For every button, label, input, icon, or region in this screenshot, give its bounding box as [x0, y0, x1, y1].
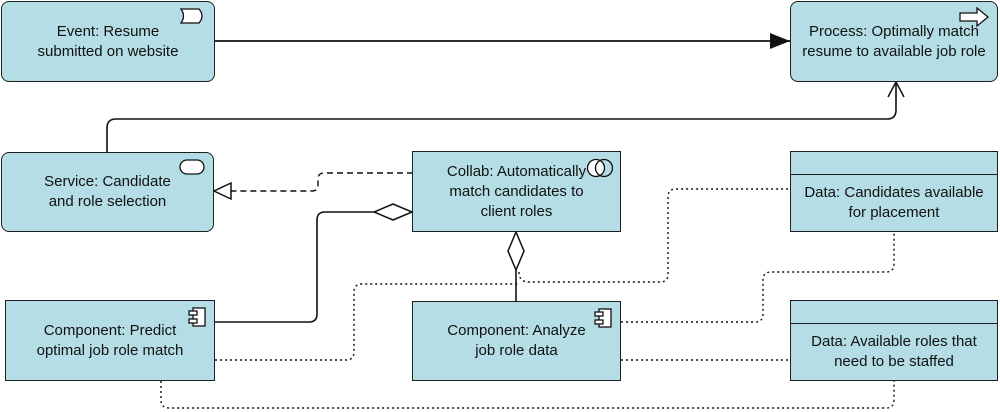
service-icon	[179, 159, 205, 175]
data-candidates-body: Data: Candidates available for placement	[791, 175, 997, 231]
data-candidates-header	[791, 152, 997, 175]
event-label: Event: Resume submitted on website	[37, 22, 179, 60]
service-node[interactable]: Service: Candidate and role selection	[1, 152, 214, 232]
service-label: Service: Candidate and role selection	[44, 173, 171, 210]
association-predict-to-roles	[160, 381, 895, 409]
collab-label: Collab: Automatically match candidates t…	[446, 162, 587, 220]
data-roles-header	[791, 301, 997, 324]
collaboration-icon	[586, 158, 614, 178]
data-candidates-label: Data: Candidates available for placement	[804, 184, 984, 221]
component-analyze-node[interactable]: Component: Analyze job role data	[412, 301, 621, 381]
event-icon	[180, 8, 203, 24]
component-predict-label: Component: Predict optimal job role matc…	[36, 321, 184, 359]
process-label: Process: Optimally match resume to avail…	[802, 22, 986, 60]
component-predict-node[interactable]: Component: Predict optimal job role matc…	[5, 300, 215, 381]
serving-service-to-process	[106, 80, 905, 152]
collab-node[interactable]: Collab: Automatically match candidates t…	[412, 151, 621, 232]
component-icon	[188, 307, 206, 327]
component-icon	[594, 308, 612, 328]
process-node[interactable]: Process: Optimally match resume to avail…	[790, 1, 998, 82]
event-node[interactable]: Event: Resume submitted on website	[1, 1, 215, 82]
association-analyze-to-candidates	[621, 232, 895, 323]
data-roles-body: Data: Available roles that need to be st…	[791, 324, 997, 380]
data-roles-node[interactable]: Data: Available roles that need to be st…	[790, 300, 998, 381]
process-arrow-icon	[959, 7, 989, 27]
data-candidates-node[interactable]: Data: Candidates available for placement	[790, 151, 998, 232]
realization-collab-to-service	[214, 172, 413, 191]
data-roles-label: Data: Available roles that need to be st…	[811, 333, 977, 370]
aggregation-collab-to-predict	[215, 212, 412, 323]
component-analyze-label: Component: Analyze job role data	[447, 322, 586, 359]
